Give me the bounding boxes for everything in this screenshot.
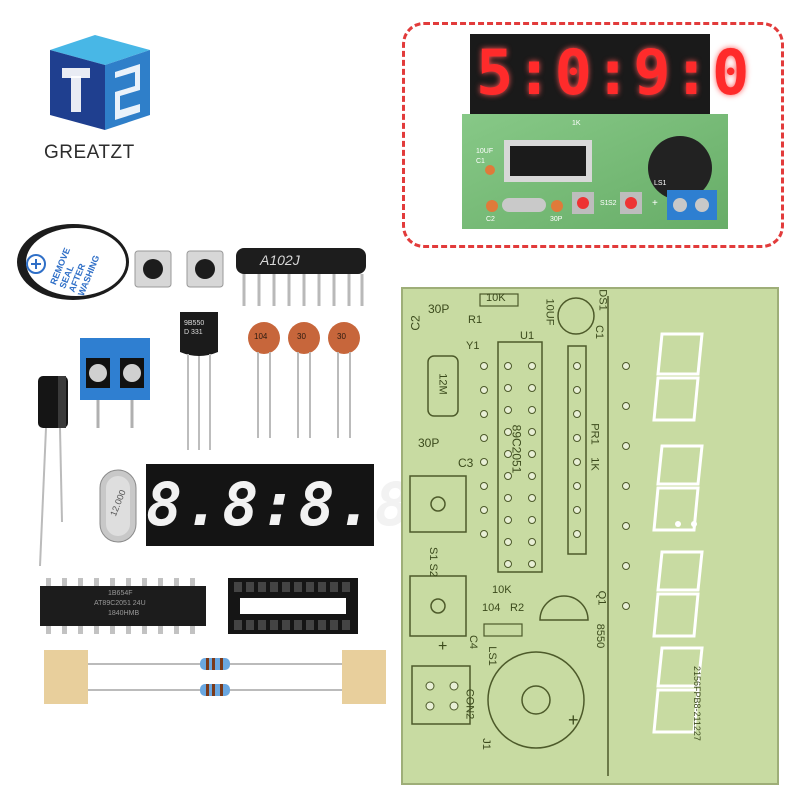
- preview-label-c2: C2: [486, 216, 495, 223]
- pcb-label-r1-value: 10K: [486, 292, 506, 304]
- preview-time-display: 5:0:9:0: [476, 36, 752, 109]
- pcb-label-con2: CON2: [463, 688, 476, 720]
- resistor-strip: [40, 648, 388, 706]
- assembled-preview-frame: [402, 22, 784, 248]
- preview-label-s1: S1: [600, 200, 609, 207]
- preview-label-10uf: 10UF: [476, 148, 494, 155]
- electrolytic-capacitor: [32, 372, 76, 568]
- assembled-board-photo: 5:0:9:0 1K 10UF C1 LS1 S1 S2 30P C2 +: [462, 30, 752, 235]
- brand-logo: GREATZT: [40, 30, 160, 170]
- pcb-label-q1-value: 8550: [594, 623, 607, 649]
- screw-terminal: [78, 336, 152, 430]
- brand-name: GREATZT: [44, 142, 135, 163]
- pcb-label-plus-buzzer: +: [568, 710, 579, 730]
- pcb-label-r1: R1: [468, 314, 483, 326]
- pcb-label-pr1-value: 1K: [588, 457, 601, 471]
- buzzer-component: REMOVE SEAL AFTER WASHING: [14, 222, 132, 302]
- pcb-label-r2: R2: [510, 602, 525, 614]
- preview-label-plus: +: [652, 198, 658, 209]
- capacitor-label-104: 104: [254, 332, 268, 341]
- pcb-label-c3-value: 30P: [418, 436, 440, 450]
- chip-text-1: 1B654F: [108, 590, 133, 597]
- capacitor-label-30b: 30: [337, 332, 346, 341]
- pcb-label-u1: U1: [520, 330, 535, 342]
- preview-label-c1: C1: [476, 158, 485, 165]
- chip-text-2: AT89C2051 24U: [94, 600, 146, 607]
- transistor: 9B550 D 331: [176, 308, 222, 454]
- chip-text-3: 1840HMB: [108, 610, 140, 617]
- preview-label-30p: 30P: [550, 216, 563, 223]
- pcb-label-y1: Y1: [466, 340, 480, 352]
- pcb-label-mcu: 89C2051: [509, 424, 524, 474]
- preview-label-ds1: 1K: [572, 120, 581, 127]
- pcb-label-c2: C2: [408, 315, 423, 331]
- seven-segment-digits: 8.8:8.8: [146, 470, 413, 540]
- pcb-label-c4: C4: [467, 634, 480, 650]
- bare-pcb: 10K 30P C2 R1 Y1 U1 10UF C1 DS1 12M 89C2…: [400, 286, 780, 786]
- preview-label-s2: S2: [608, 200, 617, 207]
- pcb-label-c2-value: 30P: [428, 302, 450, 316]
- pcb-label-ls1: LS1: [485, 646, 498, 666]
- pcb-label-j1: J1: [479, 738, 492, 750]
- preview-label-ls1: LS1: [654, 180, 667, 187]
- capacitor-label-30a: 30: [297, 332, 306, 341]
- resistor-network-label: A102J: [260, 252, 300, 268]
- pcb-label-q1: Q1: [595, 590, 608, 606]
- transistor-label-1: 9B550: [184, 320, 205, 327]
- seven-segment-display: 8.8:8.8: [146, 464, 413, 546]
- pcb-label-plus: +: [438, 638, 448, 655]
- ic-socket: [226, 576, 360, 636]
- resistor-network: A102J: [232, 244, 372, 310]
- pcb-label-c3: C3: [458, 456, 474, 470]
- pcb-label-c4-value: 104: [482, 602, 501, 614]
- pcb-label-pr1: PR1: [588, 423, 601, 445]
- ceramic-capacitor-104: 104: [244, 320, 284, 440]
- pcb-label-switches: S1 S2: [426, 547, 439, 577]
- logo-mark-icon: [50, 35, 150, 130]
- push-button-1: [134, 250, 172, 288]
- transistor-label-2: D 331: [184, 329, 203, 336]
- ceramic-capacitor-30a: 30: [284, 320, 324, 440]
- pcb-label-r2-value: 10K: [492, 584, 512, 596]
- pcb-label-c1-value: 10UF: [543, 298, 556, 326]
- pcb-label-c1: C1: [593, 324, 606, 340]
- push-button-2: [186, 250, 224, 288]
- crystal-oscillator: 12.000: [96, 466, 140, 546]
- pcb-board-code: 2156FPB8-211227: [692, 666, 702, 741]
- ceramic-capacitor-30b: 30: [324, 320, 364, 440]
- pcb-label-ds1: DS1: [596, 289, 609, 311]
- microcontroller-chip: 1B654F AT89C2051 24U 1840HMB: [38, 578, 208, 634]
- pcb-label-crystal: 12M: [436, 373, 449, 395]
